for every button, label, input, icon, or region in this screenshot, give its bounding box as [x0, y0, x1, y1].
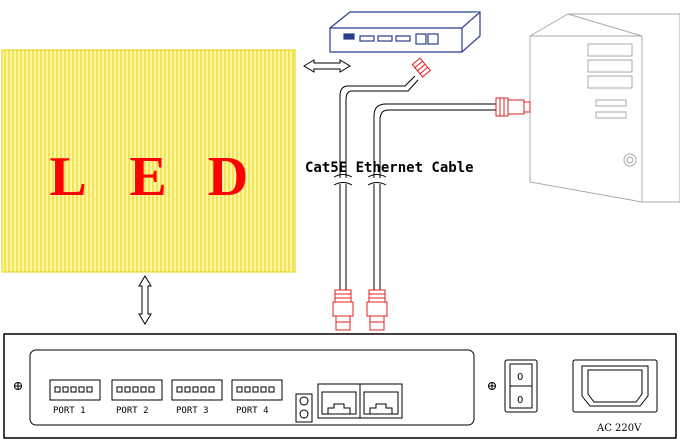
rocker-switch-icon[interactable]	[504, 359, 538, 413]
power-socket-icon[interactable]	[572, 359, 658, 413]
computer-tower-icon	[529, 13, 680, 203]
ethernet-jack-2[interactable]	[359, 383, 403, 419]
screw-icon	[488, 382, 496, 390]
controller-box	[3, 333, 677, 439]
sender-box-icon	[329, 11, 481, 53]
switch-on-label: 0	[517, 372, 523, 383]
switch-off-label: 0	[517, 395, 523, 406]
port-label-1: PORT 1	[53, 406, 86, 416]
port-terminal-2[interactable]	[111, 379, 163, 401]
port-label-3: PORT 3	[176, 406, 209, 416]
screw-icon	[14, 382, 22, 390]
port-terminal-1[interactable]	[49, 379, 101, 401]
double-arrow-vertical-icon	[138, 275, 152, 325]
led-letter-e: E	[129, 146, 166, 208]
port-label-4: PORT 4	[236, 406, 269, 416]
status-led-icon	[295, 393, 313, 423]
power-label: AC 220V	[596, 423, 642, 434]
cable-label: Cat5E Ethernet Cable	[305, 160, 474, 176]
led-panel: L E D	[1, 49, 296, 273]
ethernet-cables	[333, 75, 498, 290]
ethernet-jack-1[interactable]	[317, 383, 361, 419]
led-letter-d: D	[208, 146, 248, 208]
rj45-connector-icon	[332, 57, 531, 331]
port-terminal-3[interactable]	[171, 379, 223, 401]
led-letter-l: L	[49, 146, 86, 208]
port-label-2: PORT 2	[116, 406, 149, 416]
port-terminal-4[interactable]	[231, 379, 283, 401]
double-arrow-horizontal-icon	[303, 59, 351, 73]
